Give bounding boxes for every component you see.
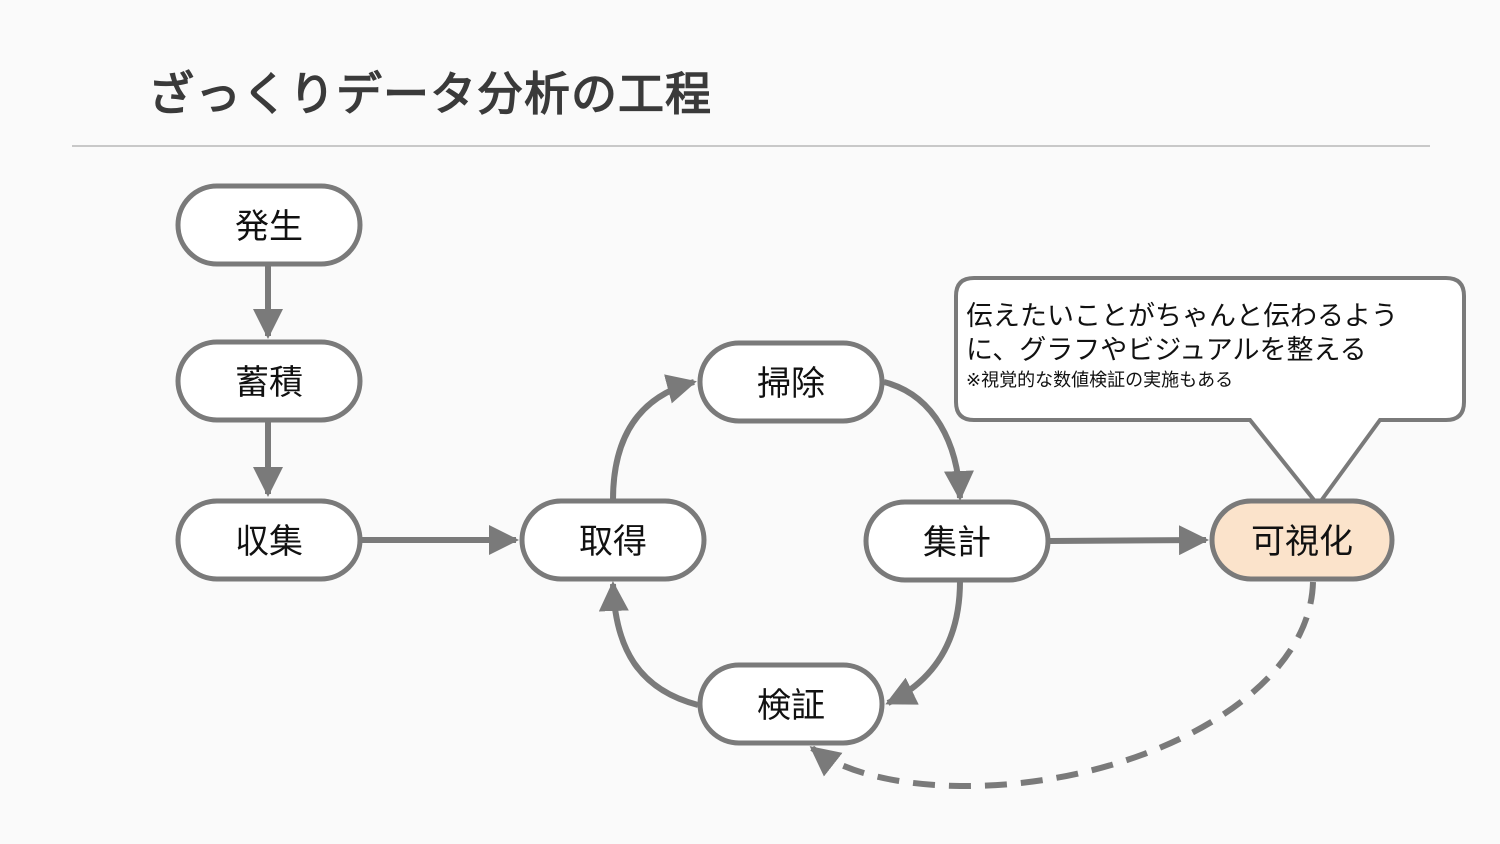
edge-kensho-shutoku bbox=[598, 581, 699, 708]
title-divider bbox=[72, 145, 1430, 147]
edge-shukei-kensho bbox=[885, 580, 963, 706]
node-hassei: 発生 bbox=[175, 183, 363, 267]
node-shutoku-label: 取得 bbox=[579, 522, 647, 562]
edge-shutoku-soji bbox=[610, 374, 697, 501]
node-shushu: 収集 bbox=[175, 498, 363, 582]
page-title: ざっくりデータ分析の工程 bbox=[148, 67, 712, 121]
node-shukei: 集計 bbox=[863, 499, 1051, 583]
node-shukei-label: 集計 bbox=[923, 523, 991, 563]
edge-soji-shukei bbox=[883, 379, 974, 501]
node-soji-label: 掃除 bbox=[757, 364, 825, 404]
node-kensho-label: 検証 bbox=[757, 686, 825, 726]
callout-line-2: に、グラフやビジュアルを整える bbox=[966, 335, 1367, 366]
edge-kashika-kensho-dashed bbox=[809, 581, 1316, 790]
node-shutoku: 取得 bbox=[519, 498, 707, 582]
callout-note: ※視覚的な数値検証の実施もある bbox=[966, 370, 1234, 391]
node-shushu-label: 収集 bbox=[235, 522, 303, 562]
node-kensho: 検証 bbox=[697, 662, 885, 746]
node-chikuseki: 蓄積 bbox=[175, 339, 363, 423]
node-kashika: 可視化 bbox=[1209, 498, 1395, 582]
callout-text: 伝えたいことがちゃんと伝わるよう に、グラフやビジュアルを整える ※視覚的な数値… bbox=[966, 300, 1456, 392]
callout-line-1: 伝えたいことがちゃんと伝わるよう bbox=[966, 301, 1398, 332]
node-kashika-label: 可視化 bbox=[1251, 522, 1353, 562]
edge-shukei-kashika bbox=[1049, 525, 1209, 556]
node-hassei-label: 発生 bbox=[235, 207, 303, 247]
node-chikuseki-label: 蓄積 bbox=[235, 363, 303, 403]
callout-bubble bbox=[954, 276, 1466, 509]
node-soji: 掃除 bbox=[697, 340, 885, 424]
